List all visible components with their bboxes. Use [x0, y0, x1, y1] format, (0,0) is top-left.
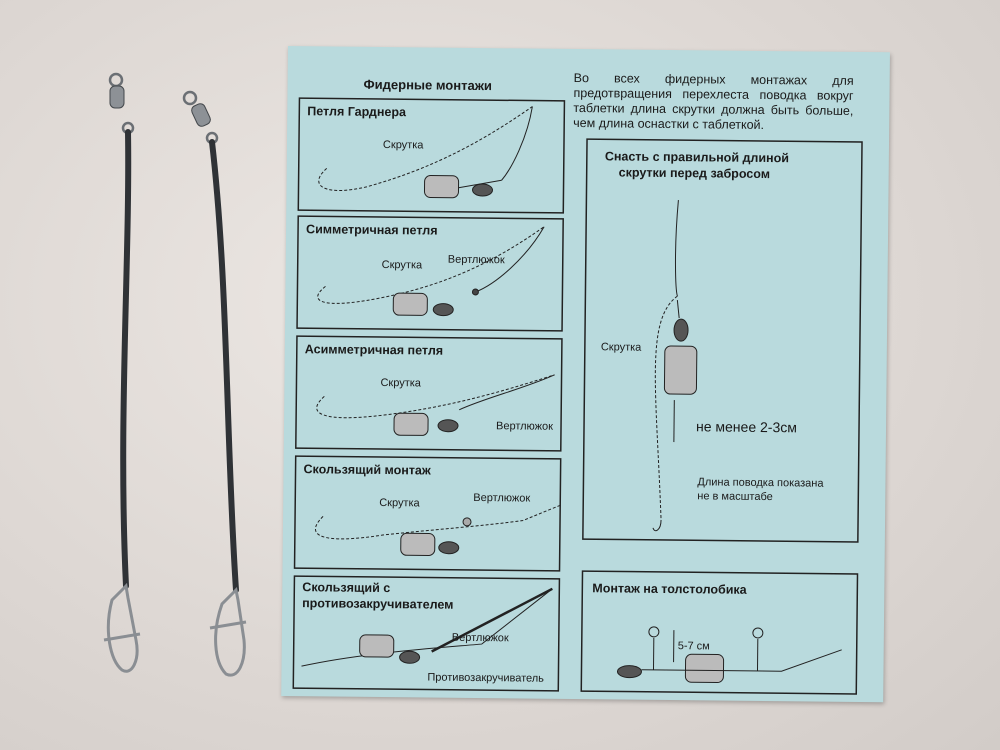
snap-left-clip [103, 632, 141, 642]
panel-title-symmetric: Симметричная петля [306, 222, 438, 238]
label-twist-4: Скрутка [379, 496, 420, 510]
leader-line-left [120, 129, 132, 589]
panel-border-bottom-right [580, 570, 859, 695]
intro-note: Во всех фидерных монтажах для предотвращ… [573, 70, 854, 132]
label-twist-1: Скрутка [382, 139, 424, 152]
swivel-ring-right [182, 90, 198, 106]
panel-title-sliding: Скользящий монтаж [303, 462, 431, 478]
right-note-2: не в масштабе [697, 490, 773, 504]
right-note-1: Длина поводка показана [697, 476, 824, 490]
right-distance-label: не менее 2-3см [695, 418, 797, 436]
label-swivel-3: Вертлюжок [495, 420, 554, 433]
swivel-ring-left [108, 72, 124, 88]
panel-border-right [582, 138, 863, 543]
panel-border-4 [293, 455, 562, 572]
leader-left [103, 72, 141, 673]
rig-correct-length [652, 200, 698, 532]
leader-line-right [209, 139, 239, 593]
label-swivel-2: Вертлюжок [447, 253, 505, 267]
sheet-title: Фидерные монтажи [363, 76, 493, 94]
label-twist-3: Скрутка [380, 376, 422, 390]
panel-title-anti-tangle-2: противозакручивателем [302, 596, 454, 612]
snap-left [106, 582, 139, 673]
label-anti-tangle: Противозакручиватель [427, 671, 545, 685]
bottom-right-distance: 5-7 см [677, 640, 710, 653]
snap-right [214, 586, 246, 677]
leader-right [182, 90, 247, 677]
rig-asymmetric [316, 374, 555, 436]
label-swivel-4: Вертлюжок [473, 491, 531, 505]
rig-sliding [315, 504, 562, 557]
bottom-right-title: Монтаж на толстолобика [592, 581, 747, 597]
right-panel-title-2: скрутки перед забросом [618, 165, 771, 182]
panel-border-3 [295, 335, 563, 452]
instruction-sheet: Фидерные монтажи Во всех фидерных монтаж… [281, 46, 890, 703]
right-panel-title-1: Снасть с правильной длиной [604, 149, 790, 166]
panel-border-5 [292, 575, 561, 692]
rig-silver-carp [616, 626, 842, 684]
rig-gardner [318, 106, 533, 199]
right-twist-label: Скрутка [600, 341, 642, 354]
panel-title-gardner: Петля Гарднера [307, 104, 407, 120]
feeder-leaders [103, 72, 247, 677]
snap-right-clip [209, 620, 247, 630]
label-twist-2: Скрутка [381, 258, 423, 272]
panel-title-anti-tangle-1: Скользящий с [302, 580, 391, 596]
sheet-diagrams [292, 97, 863, 695]
label-swivel-5: Вертлюжок [451, 631, 509, 645]
rig-anti-tangle [301, 587, 553, 667]
swivel-body-left [109, 85, 125, 109]
rig-symmetric [317, 226, 545, 317]
panel-border-2 [296, 215, 564, 332]
swivel-body-right [191, 103, 211, 127]
panel-title-asymmetric: Асимметричная петля [304, 342, 444, 358]
panel-border-1 [297, 97, 566, 214]
